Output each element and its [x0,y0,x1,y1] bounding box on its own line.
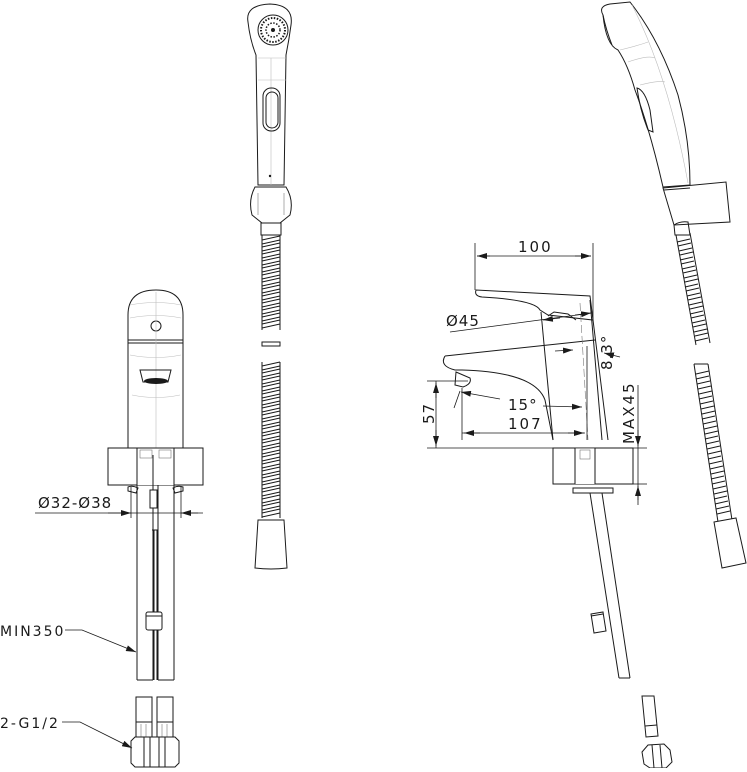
spout-height-dimension: 57 [420,403,438,424]
body-angle-label: 8.3° [598,335,616,370]
spout-reach-dimension: 107 [508,415,543,433]
hose-lower-segment [254,341,288,570]
max-deck-thickness-label: MAX45 [620,381,638,444]
side-hose-upper-segment [675,232,711,346]
min-hose-length-label: MIN350 [0,624,65,640]
connection-thread-label: 2-G1/2 [0,716,60,732]
spout-angle-label: 15° [508,396,538,414]
faucet-side-view: 100 Ø45 8.3° 15° 107 57 [420,238,673,769]
side-hose-lower-segment [693,363,747,569]
hand-shower-side-view [601,1,747,569]
faucet-front-view: Ø32-Ø38 MIN350 2-G1/2 [0,289,204,768]
overall-length-dimension: 100 [518,238,553,256]
hand-shower-front-view [247,3,292,570]
diameter-range-label: Ø32-Ø38 [38,494,112,512]
handle-diameter-label: Ø45 [446,312,480,330]
hose-upper-segment [261,235,281,330]
